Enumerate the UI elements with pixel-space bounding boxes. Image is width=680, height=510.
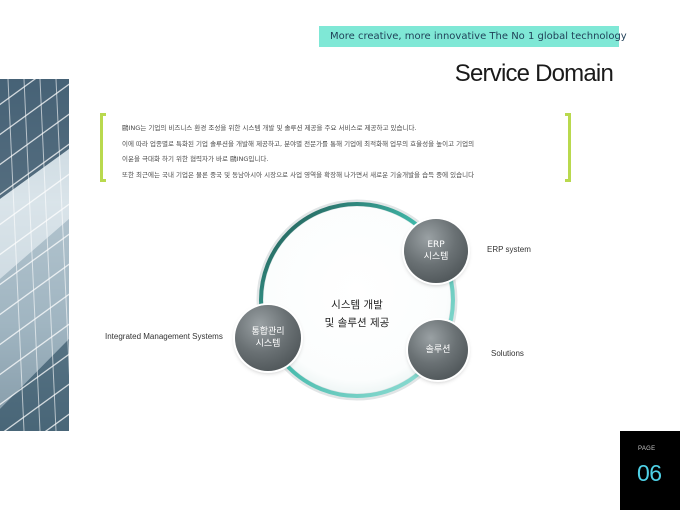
page-number: 06	[637, 460, 662, 486]
left-bracket	[100, 113, 106, 182]
erp-system-caption: ERP system	[487, 245, 531, 254]
center-label: 시스템 개발 및 솔루션 제공	[324, 299, 390, 329]
intro-line: 이윤을 극대화 하기 위한 협력자가 바로 鷗ING입니다.	[122, 155, 269, 163]
integrated-management-node: 통합관리 시스템	[235, 305, 301, 371]
intro-line: 이에 따라 업종별로 특화된 기업 솔루션을 개발해 제공하고, 분야별 전문가…	[122, 139, 475, 148]
erp-system-node: ERP 시스템	[404, 219, 468, 283]
erp-system-node-label: ERP 시스템	[423, 240, 449, 262]
page-label: PAGE	[638, 446, 656, 452]
integrated-management-node-label: 통합관리 시스템	[251, 327, 285, 349]
solutions-caption: Solutions	[491, 349, 524, 358]
solution-node-label: 솔루션	[425, 345, 451, 355]
intro-text: 鷗ING는 기업의 비즈니스 환경 조성을 위한 시스템 개발 및 솔루션 제공…	[122, 121, 562, 183]
glass-building-image	[0, 79, 69, 431]
right-bracket	[565, 113, 571, 182]
cycle-ring	[259, 202, 455, 398]
solution-node: 솔루션	[408, 320, 468, 380]
page-indicator-box	[620, 431, 680, 510]
building-photo	[0, 79, 69, 431]
tagline-bar: More creative, more innovative The No 1 …	[319, 26, 627, 47]
intro-line: 鷗ING는 기업의 비즈니스 환경 조성을 위한 시스템 개발 및 솔루션 제공…	[122, 124, 417, 132]
integrated-management-caption: Integrated Management Systems	[105, 332, 223, 341]
intro-line: 또한 최근에는 국내 기업은 물론 중국 및 동남아시아 시장으로 사업 영역을…	[122, 170, 475, 179]
page-title: Service Domain	[454, 60, 614, 87]
